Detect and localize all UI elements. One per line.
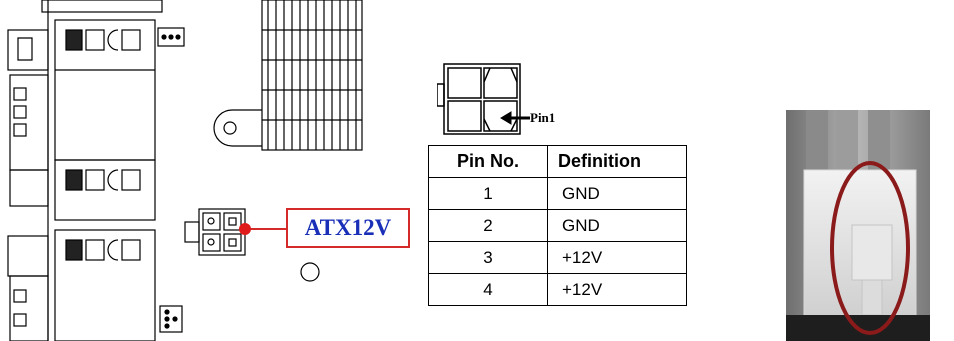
capacitor-row-middle xyxy=(65,169,141,191)
pin-definition: GND xyxy=(547,177,687,210)
fan-header-bottom xyxy=(159,305,183,333)
pin1-arrow xyxy=(500,111,530,125)
pin1-label: Pin1 xyxy=(530,110,556,125)
table-row: 4 +12V xyxy=(428,273,687,306)
connector-photo xyxy=(786,110,930,341)
pin-cell-1 xyxy=(483,100,518,132)
heatsink xyxy=(213,0,363,151)
pin-number: 1 xyxy=(428,177,548,210)
callout-connector-line xyxy=(239,223,286,235)
header-definition: Definition xyxy=(547,145,687,178)
callout-dot xyxy=(239,223,251,235)
table-row: 2 GND xyxy=(428,209,687,242)
chipset-block xyxy=(54,19,156,341)
fan-header-top xyxy=(157,27,185,47)
capacitor-row-bottom xyxy=(65,239,141,261)
pin-cell-4 xyxy=(483,67,518,99)
connector-latch-tab xyxy=(851,224,893,281)
pin-cell-2 xyxy=(447,100,482,132)
wire xyxy=(836,110,858,180)
io-port-stack-upper xyxy=(7,29,49,207)
header-pin-no: Pin No. xyxy=(428,145,548,178)
atx12v-label: ATX12V xyxy=(286,208,410,248)
io-port-stack-lower xyxy=(7,235,49,341)
pin-number: 4 xyxy=(428,273,548,306)
top-component-outline xyxy=(41,0,163,13)
pin-definition: +12V xyxy=(547,273,687,306)
table-header-row: Pin No. Definition xyxy=(428,145,687,178)
pin-number: 2 xyxy=(428,209,548,242)
capacitor-row-top xyxy=(65,29,141,51)
pin-number: 3 xyxy=(428,241,548,274)
table-row: 3 +12V xyxy=(428,241,687,274)
highlight-ellipse xyxy=(830,161,910,335)
wire xyxy=(806,110,828,180)
motherboard-diagram xyxy=(7,0,363,341)
mounting-hole xyxy=(300,262,320,282)
connector-latch xyxy=(437,83,445,107)
pin-cell-3 xyxy=(447,67,482,99)
pin-definition-table: Pin No. Definition 1 GND 2 GND 3 +12V 4 … xyxy=(428,145,687,306)
pin-definition: +12V xyxy=(547,241,687,274)
connector-pin-diagram xyxy=(437,63,530,135)
atx12v-board-connector xyxy=(184,208,246,256)
pin-definition: GND xyxy=(547,209,687,242)
table-row: 1 GND xyxy=(428,177,687,210)
